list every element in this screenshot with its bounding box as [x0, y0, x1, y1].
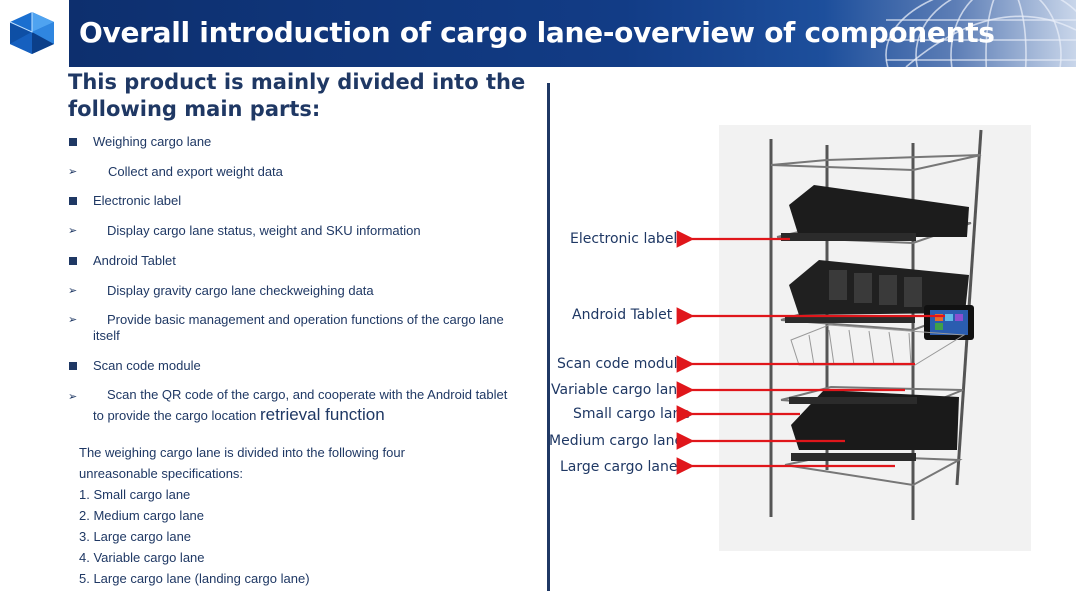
- callout-large-cargo-lane: Large cargo lane: [560, 459, 678, 475]
- product-image: [719, 125, 1031, 551]
- bullet-display-checkweighing: ➢ Display gravity cargo lane checkweighi…: [68, 283, 374, 298]
- callout-small-cargo-lane: Small cargo lane: [573, 406, 690, 422]
- spec-item: 2. Medium cargo lane: [79, 508, 205, 523]
- callout-medium-cargo-lane: Medium cargo lane: [549, 433, 684, 449]
- bullet-electronic-label: Electronic label: [68, 193, 518, 223]
- bullet-management: ➢ Provide basic management and operation…: [68, 312, 504, 343]
- square-bullet-icon: [69, 362, 77, 370]
- arrow-bullet-icon: ➢: [68, 285, 78, 297]
- spec-item: 1. Small cargo lane: [79, 487, 191, 502]
- logo-icon: [9, 12, 54, 54]
- callout-android-tablet: Android Tablet: [572, 307, 673, 323]
- bullet-display-status: ➢ Display cargo lane status, weight and …: [68, 223, 421, 238]
- arrow-bullet-icon: ➢: [68, 314, 78, 326]
- title-bar: [69, 0, 1076, 67]
- bullet-scan-qr: ➢ Scan the QR code of the cargo, and coo…: [68, 387, 508, 424]
- page-title: Overall introduction of cargo lane-overv…: [79, 16, 995, 49]
- spec-item: 3. Large cargo lane: [79, 529, 192, 544]
- callout-variable-cargo-lane: Variable cargo lane: [551, 382, 686, 398]
- square-bullet-icon: [69, 197, 77, 205]
- bullet-scan-code-module: Scan code module: [68, 358, 518, 388]
- bullet-android-tablet: Android Tablet: [68, 253, 518, 283]
- specifications: The weighing cargo lane is divided into …: [79, 442, 479, 589]
- intro-heading: This product is mainly divided into the …: [68, 70, 526, 121]
- spec-intro: The weighing cargo lane is divided into …: [79, 445, 405, 481]
- bullet-weighing-cargo-lane: Weighing cargo lane: [68, 134, 518, 164]
- globe-decoration-icon: [885, 0, 1076, 67]
- arrow-bullet-icon: ➢: [68, 391, 78, 403]
- square-bullet-icon: [69, 257, 77, 265]
- column-divider: [547, 83, 550, 591]
- bullet-collect-weight: ➢ Collect and export weight data: [68, 164, 283, 179]
- arrow-bullet-icon: ➢: [68, 225, 78, 237]
- spec-item: 4. Variable cargo lane: [79, 550, 205, 565]
- slide-header: Overall introduction of cargo lane-overv…: [0, 0, 1076, 67]
- arrow-bullet-icon: ➢: [68, 166, 78, 178]
- callout-electronic-label: Electronic label: [570, 231, 678, 247]
- spec-item: 5. Large cargo lane (landing cargo lane): [79, 571, 310, 586]
- square-bullet-icon: [69, 138, 77, 146]
- component-list: Weighing cargo lane ➢ Collect and export…: [68, 134, 518, 425]
- callout-scan-code-module: Scan code module: [557, 356, 687, 372]
- shelf-rack-illustration: [769, 129, 983, 520]
